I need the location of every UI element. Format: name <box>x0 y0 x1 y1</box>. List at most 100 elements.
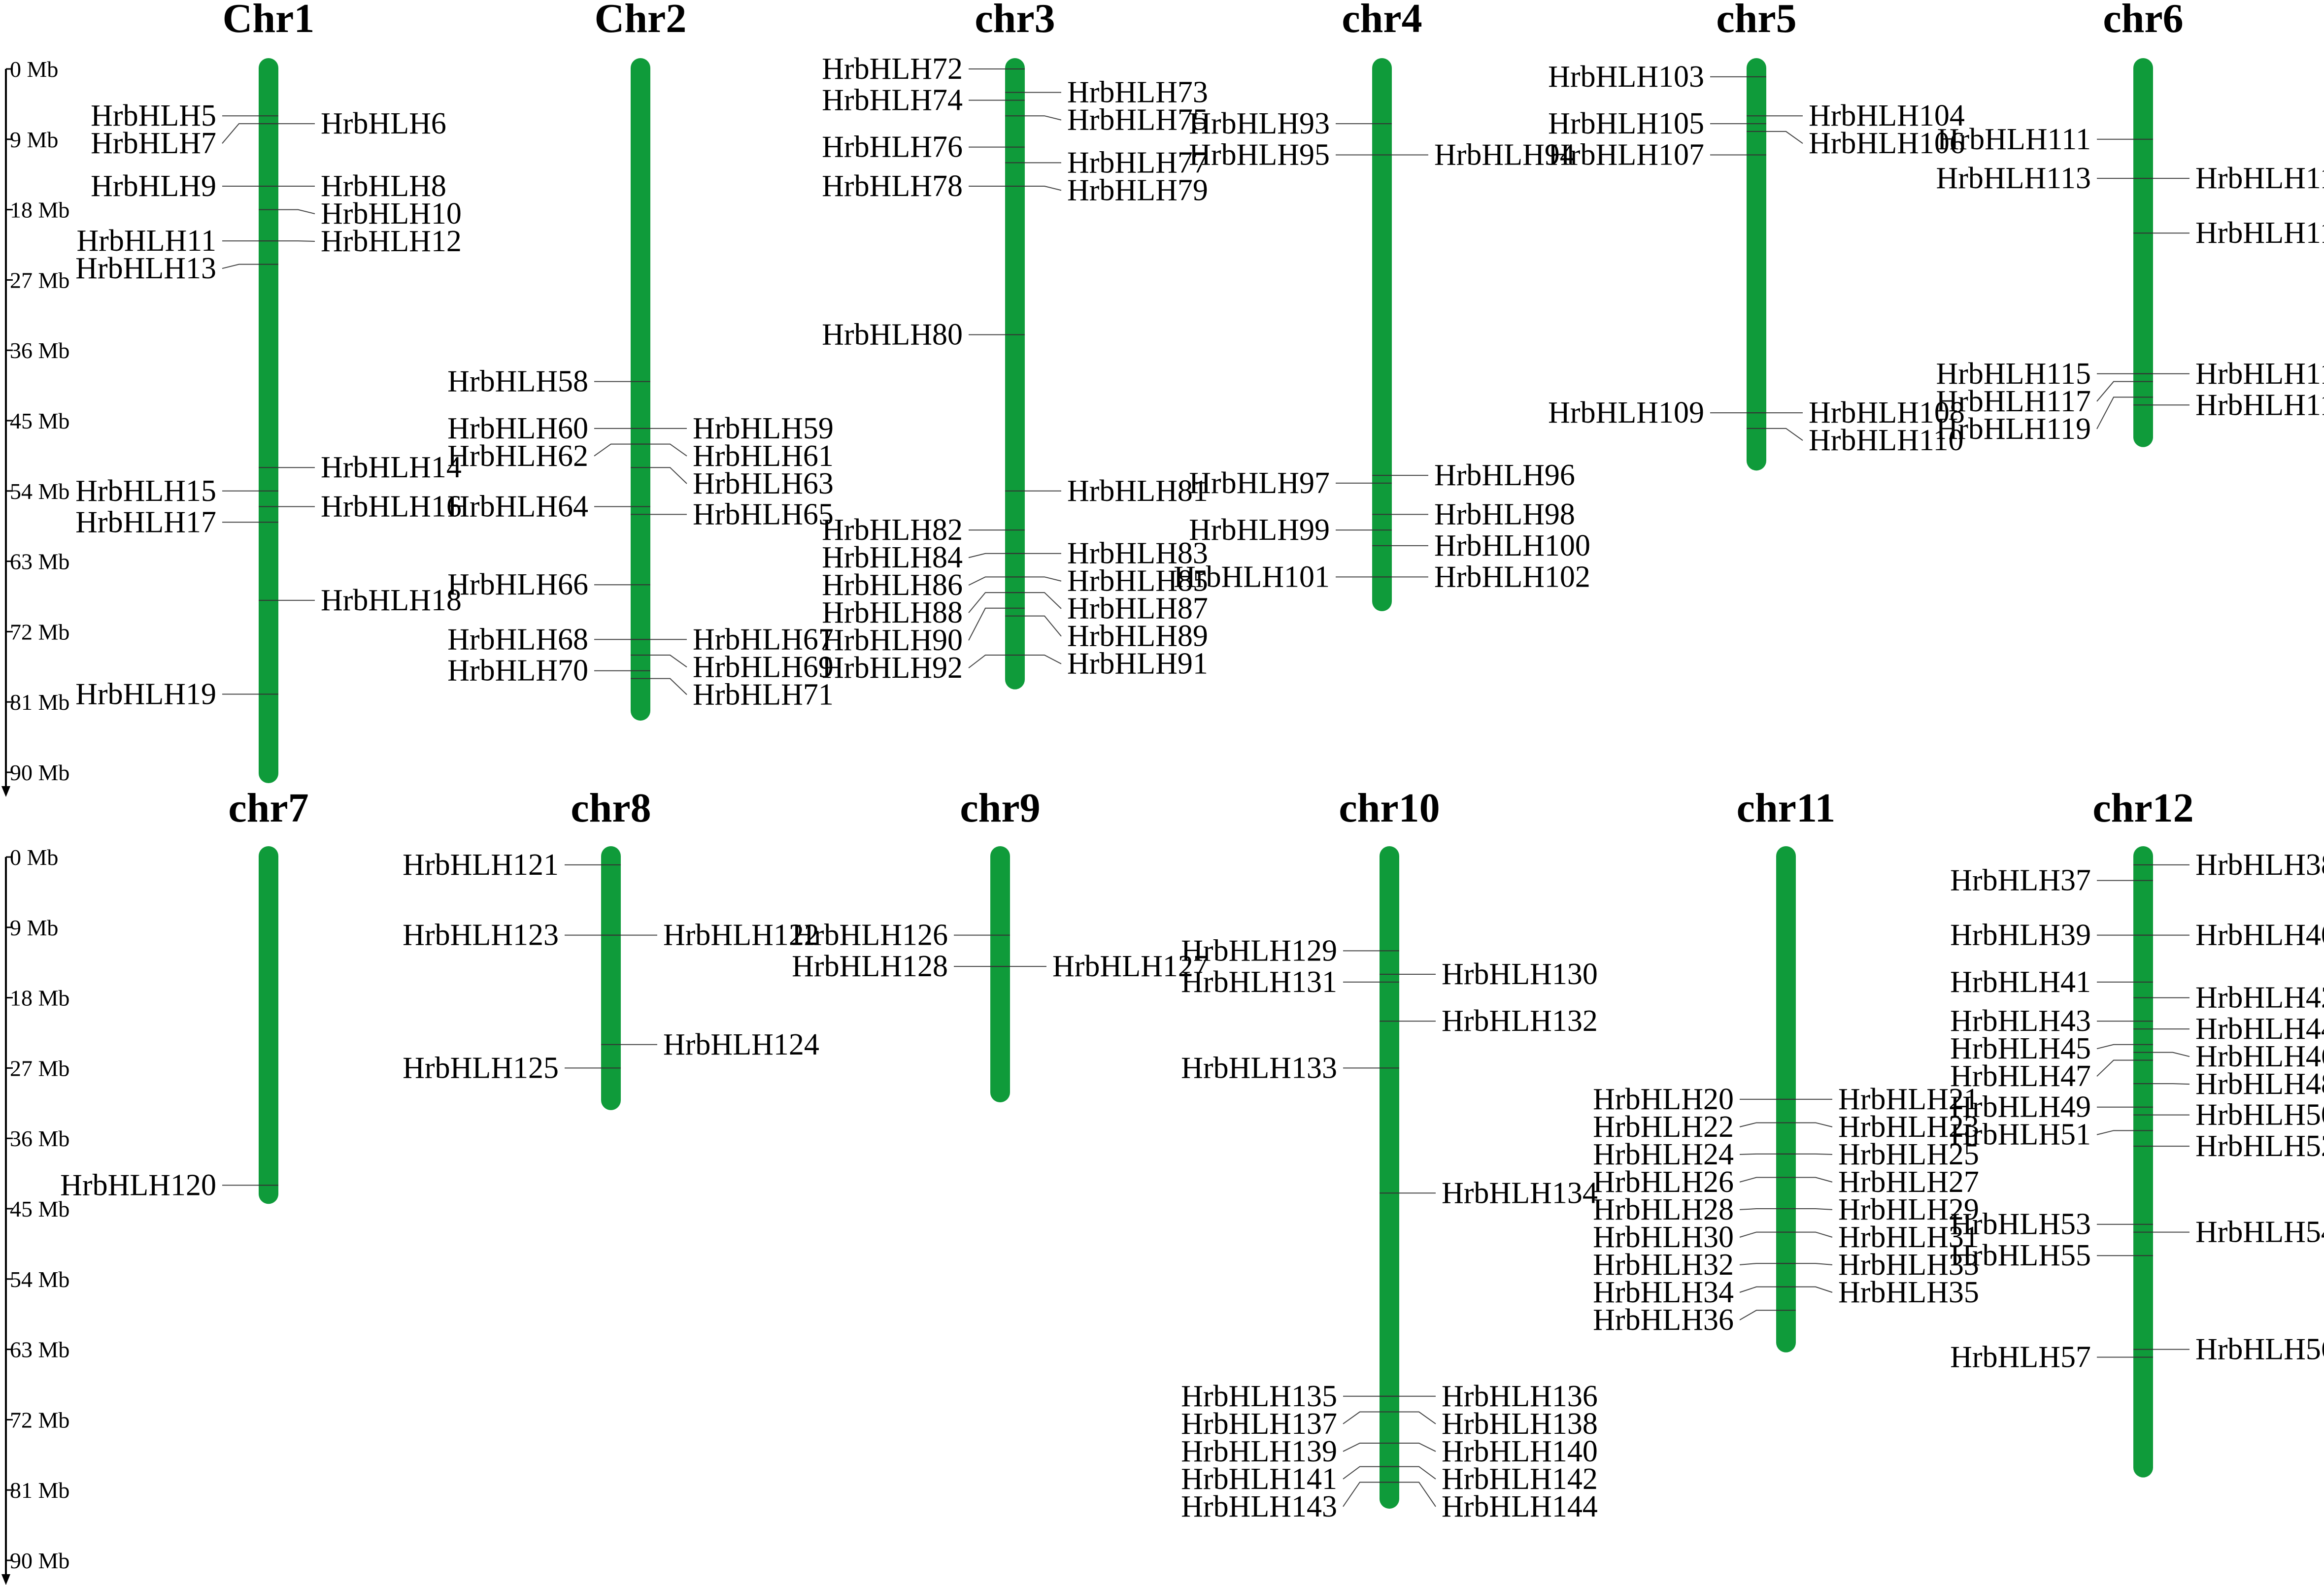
scale-tick-label: 54 Mb <box>10 479 69 504</box>
scale-arrow-icon <box>1 1574 10 1585</box>
gene-label: HrbHLH52 <box>2195 1129 2324 1163</box>
gene-label: HrbHLH56 <box>2195 1333 2324 1366</box>
gene-label: HrbHLH48 <box>2195 1067 2324 1101</box>
gene-label: HrbHLH28 <box>1593 1193 1734 1226</box>
gene-label: HrbHLH9 <box>91 169 216 203</box>
gene-label: HrbHLH54 <box>2195 1216 2324 1249</box>
gene-leader-line <box>1343 1411 1380 1424</box>
gene-label: HrbHLH141 <box>1181 1462 1337 1496</box>
chromosome-title: chr5 <box>1716 0 1796 41</box>
gene-label: HrbHLH89 <box>1067 620 1208 653</box>
gene-leader-line <box>650 678 687 695</box>
chromosome-bar <box>1372 58 1392 611</box>
gene-label: HrbHLH131 <box>1181 965 1337 999</box>
gene-leader-line <box>968 592 1005 613</box>
gene-label: HrbHLH72 <box>822 52 963 86</box>
gene-label: HrbHLH6 <box>321 107 446 140</box>
gene-leader-line <box>1739 1153 1776 1155</box>
gene-label: HrbHLH44 <box>2195 1012 2324 1046</box>
gene-leader-line <box>1025 592 1062 609</box>
gene-label: HrbHLH34 <box>1593 1276 1734 1309</box>
gene-label: HrbHLH63 <box>693 467 834 500</box>
gene-leader-line <box>1025 576 1062 582</box>
gene-label: HrbHLH119 <box>1936 412 2091 446</box>
gene-label: HrbHLH133 <box>1181 1051 1337 1085</box>
chromosome-chr12: chr12HrbHLH37HrbHLH39HrbHLH41HrbHLH43Hrb… <box>1950 785 2324 1478</box>
gene-label: HrbHLH46 <box>2195 1040 2324 1073</box>
gene-label: HrbHLH65 <box>693 497 834 531</box>
gene-label: HrbHLH103 <box>1548 60 1704 94</box>
chromosome-title: chr4 <box>1342 0 1422 41</box>
gene-label: HrbHLH14 <box>321 451 462 484</box>
gene-label: HrbHLH25 <box>1838 1138 1979 1171</box>
gene-label: HrbHLH7 <box>91 127 216 160</box>
gene-label: HrbHLH87 <box>1067 592 1208 626</box>
gene-leader-line <box>1796 1122 1833 1127</box>
gene-leader-line <box>1399 1482 1436 1507</box>
gene-label: HrbHLH62 <box>447 439 588 473</box>
gene-label: HrbHLH86 <box>822 568 963 602</box>
chromosome-bar <box>1747 58 1766 471</box>
scale-tick-label: 9 Mb <box>10 127 58 152</box>
scale-tick-label: 9 Mb <box>10 915 58 940</box>
gene-leader-line <box>1796 1231 1833 1238</box>
gene-label: HrbHLH26 <box>1593 1165 1734 1199</box>
gene-label: HrbHLH110 <box>1809 424 1964 457</box>
gene-label: HrbHLH100 <box>1434 529 1590 562</box>
gene-label: HrbHLH84 <box>822 541 963 574</box>
gene-label: HrbHLH88 <box>822 596 963 629</box>
gene-leader-line <box>1739 1177 1776 1183</box>
gene-label: HrbHLH8 <box>321 169 446 203</box>
gene-leader-line <box>2096 396 2133 429</box>
gene-label: HrbHLH45 <box>1950 1032 2091 1065</box>
gene-label: HrbHLH61 <box>693 439 834 473</box>
gene-label: HrbHLH18 <box>321 584 462 617</box>
gene-label: HrbHLH17 <box>75 505 216 539</box>
gene-label: HrbHLH112 <box>2195 162 2324 195</box>
gene-label: HrbHLH144 <box>1442 1490 1598 1523</box>
chromosome-bar <box>601 846 621 1110</box>
gene-label: HrbHLH32 <box>1593 1248 1734 1282</box>
gene-label: HrbHLH125 <box>403 1051 559 1085</box>
gene-leader-line <box>1343 1443 1380 1452</box>
gene-leader-line <box>222 264 259 269</box>
gene-label: HrbHLH59 <box>693 412 834 445</box>
chromosome-title: chr12 <box>2092 785 2193 831</box>
gene-label: HrbHLH135 <box>1181 1380 1337 1413</box>
gene-label: HrbHLH24 <box>1593 1138 1734 1171</box>
scale-tick-label: 18 Mb <box>10 986 69 1011</box>
gene-leader-line <box>2153 1052 2190 1057</box>
gene-label: HrbHLH77 <box>1067 146 1208 179</box>
gene-label: HrbHLH121 <box>403 848 559 882</box>
gene-leader-line <box>1399 1443 1436 1452</box>
gene-label: HrbHLH140 <box>1442 1435 1598 1468</box>
gene-label: HrbHLH74 <box>822 83 963 117</box>
gene-label: HrbHLH20 <box>1593 1083 1734 1116</box>
chromosome-chr11: chr11HrbHLH20HrbHLH22HrbHLH24HrbHLH26Hrb… <box>1593 785 1979 1353</box>
gene-label: HrbHLH69 <box>693 650 834 684</box>
gene-label: HrbHLH118 <box>2195 388 2324 422</box>
chromosome-bar <box>259 58 278 783</box>
chromosome-title: chr6 <box>2103 0 2183 41</box>
chromosome-bar <box>990 846 1010 1102</box>
gene-label: HrbHLH73 <box>1067 76 1208 109</box>
gene-label: HrbHLH49 <box>1950 1090 2091 1124</box>
gene-leader-line <box>1739 1263 1776 1265</box>
gene-label: HrbHLH33 <box>1838 1248 1979 1282</box>
gene-label: HrbHLH16 <box>321 490 462 524</box>
gene-label: HrbHLH57 <box>1950 1340 2091 1374</box>
gene-label: HrbHLH19 <box>75 677 216 711</box>
gene-label: HrbHLH12 <box>321 225 462 258</box>
gene-leader-line <box>1796 1153 1833 1155</box>
chromosome-chr1: Chr1HrbHLH5HrbHLH7HrbHLH9HrbHLH11HrbHLH1… <box>75 0 462 783</box>
gene-label: HrbHLH70 <box>447 654 588 688</box>
gene-label: HrbHLH71 <box>693 678 834 711</box>
scale-tick-label: 36 Mb <box>10 1126 69 1151</box>
gene-label: HrbHLH107 <box>1548 138 1704 172</box>
gene-label: HrbHLH98 <box>1434 497 1575 531</box>
gene-label: HrbHLH123 <box>403 919 559 952</box>
scale-tick-label: 63 Mb <box>10 549 69 574</box>
gene-label: HrbHLH128 <box>792 950 948 983</box>
